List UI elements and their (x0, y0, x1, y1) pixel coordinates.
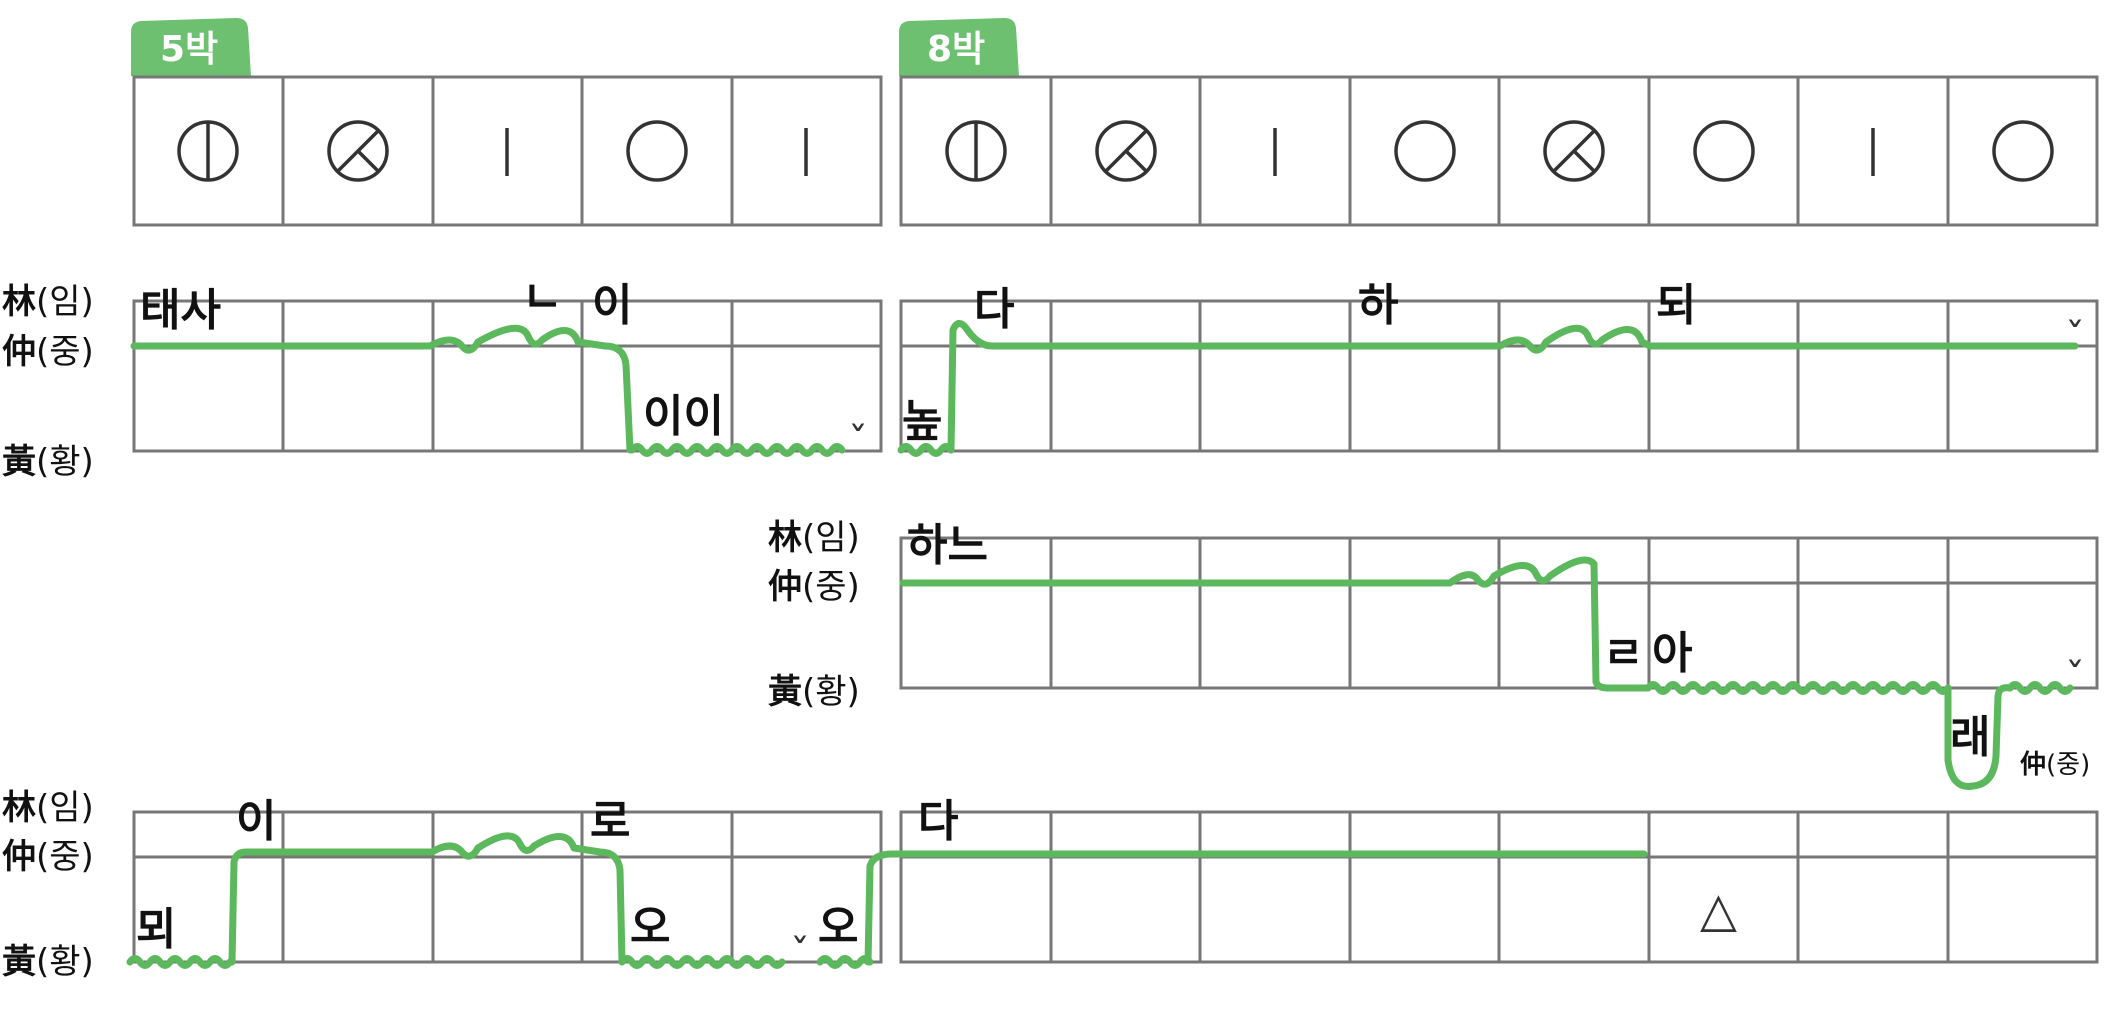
lyric: 오 (818, 902, 858, 953)
svg-text:黃(황): 黃(황) (2, 942, 94, 982)
lyric: 높 (902, 396, 942, 447)
melody-wave (2006, 681, 2074, 695)
melody-wave (618, 955, 786, 969)
svg-text:仲(중): 仲(중) (2, 837, 94, 877)
circle-v-icon (327, 120, 389, 182)
beat-grid (132, 75, 2099, 227)
melody-wave (126, 955, 234, 969)
lyric: 래 (1950, 712, 1990, 763)
breath-mark: ˇ (790, 932, 810, 978)
lyric: 되 (1656, 280, 1696, 331)
lyric: 태사 (140, 285, 221, 336)
beat-tab-5-label: 5박 (160, 29, 218, 70)
breath-mark: ˇ (2065, 656, 2085, 702)
melody-wave (1644, 681, 1952, 695)
rest-mark: △ (1700, 882, 1737, 938)
lyric: 로 (590, 796, 630, 847)
svg-text:仲(중): 仲(중) (2, 332, 94, 372)
melody-line (864, 850, 1648, 966)
melody-wave (897, 443, 955, 457)
gyeong-icon (945, 120, 1007, 182)
melody-line (130, 324, 634, 454)
lyric: 오 (630, 902, 670, 953)
pitch-labels: 林(임) 仲(중) 黃(황) 林(임) 仲(중) 黃(황) 仲(중) 林(임) … (2, 282, 2090, 982)
circle-v-icon (1095, 120, 1157, 182)
svg-text:林(임): 林(임) (2, 788, 94, 828)
circle-v-icon (1543, 120, 1605, 182)
circle-icon (1693, 120, 1755, 182)
melody-line (899, 556, 1652, 692)
svg-text:黃(황): 黃(황) (2, 442, 94, 482)
svg-text:仲(중): 仲(중) (768, 567, 860, 607)
melody-wave (816, 955, 874, 969)
lyric: 하 (1358, 280, 1398, 331)
melody-wave (628, 443, 846, 457)
breath-mark: ˇ (2065, 316, 2085, 362)
beat-tab-8: 8박 (899, 18, 1019, 76)
lyrics: 태사 ㄴ 이 이이 높 다 하 되 하느 ㄹ 아 래 뫼 이 로 오 오 다 (136, 272, 1990, 955)
circle-icon (1992, 120, 2054, 182)
beat-tab-5: 5박 (131, 18, 251, 76)
beat-symbols (177, 120, 2054, 182)
beat-tab-8-label: 8박 (927, 29, 985, 70)
lyric: 다 (974, 284, 1014, 335)
circle-icon (626, 120, 688, 182)
breath-mark: ˇ (848, 420, 868, 466)
lyric: 뫼 (136, 904, 176, 955)
svg-text:黃(황): 黃(황) (768, 672, 860, 712)
lyric: ㄹ (1603, 628, 1643, 679)
lyric: 아 (1652, 628, 1692, 679)
melody-line (1944, 684, 2014, 790)
gyeong-icon (177, 120, 239, 182)
lyric: 이이 (643, 391, 724, 442)
lyric: 이 (236, 796, 276, 847)
melody-line (228, 832, 626, 966)
melody-grid (132, 299, 2099, 964)
lyric: 다 (918, 796, 958, 847)
svg-text:林(임): 林(임) (2, 282, 94, 322)
lyric: ㄴ (522, 272, 562, 323)
lyric: 하느 (907, 520, 988, 571)
lyric: 이 (592, 280, 632, 331)
circle-icon (1394, 120, 1456, 182)
breath-marks: ˇ ˇ ˇ ˇ (790, 316, 2085, 978)
svg-text:林(임): 林(임) (768, 518, 860, 558)
melody-line (947, 320, 2079, 454)
svg-text:仲(중): 仲(중) (2020, 750, 2090, 780)
melody-lines (126, 320, 2079, 969)
